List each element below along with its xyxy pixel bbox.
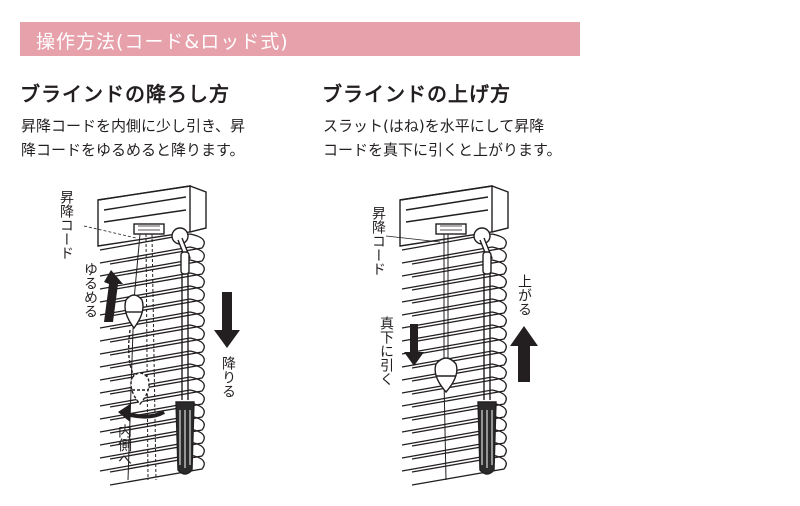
- right-cord-lock: [435, 223, 467, 235]
- pull-down-label: 真下に引く: [378, 316, 394, 386]
- up-arrow: [510, 326, 538, 382]
- right-cord-leader: [385, 235, 441, 243]
- left-cord-tassel: [124, 294, 144, 330]
- down-label: 降りる: [220, 356, 236, 398]
- raising-desc-line2: コードを真下に引くと上がります。: [323, 141, 562, 159]
- loosen-label: ゆるめる: [82, 262, 98, 318]
- right-cord-tassel: [434, 357, 458, 394]
- left-cord-lock: [133, 223, 165, 235]
- down-arrow: [214, 292, 240, 348]
- section-header-title: 操作方法(コード&ロッド式): [36, 31, 289, 53]
- left-arrows: [104, 270, 240, 422]
- lowering-cord-label: 昇降コード: [58, 190, 74, 260]
- inward-label: 内側へ: [116, 424, 132, 466]
- left-lift-cord-dashed: [145, 233, 149, 481]
- lowering-desc-line2: 降コードをゆるめると降ります。: [21, 141, 245, 159]
- right-arrows: [404, 324, 538, 382]
- loosen-arrow: [104, 270, 123, 322]
- left-cord-leader: [83, 225, 137, 239]
- left-cord-tassel-ghost: [127, 329, 150, 406]
- right-slats: [401, 233, 507, 486]
- lowering-desc-line1: 昇降コードを内側に少し引き、昇: [21, 117, 245, 135]
- raising-title: ブラインドの上げ方: [322, 82, 511, 106]
- pull-down-arrow: [404, 324, 424, 366]
- raising-diagram: [385, 185, 509, 486]
- right-tilt-wand: [473, 227, 497, 475]
- left-tilt-wand: [171, 227, 195, 475]
- lowering-title: ブラインドの降ろし方: [20, 82, 230, 106]
- right-head-rail: [399, 185, 509, 247]
- lowering-diagram: [83, 185, 207, 486]
- up-label: 上がる: [516, 274, 532, 316]
- section-header-bar: 操作方法(コード&ロッド式): [20, 22, 580, 56]
- raising-desc-line1: スラット(はね)を水平にして昇降: [323, 117, 545, 135]
- raising-cord-label: 昇降コード: [370, 206, 386, 276]
